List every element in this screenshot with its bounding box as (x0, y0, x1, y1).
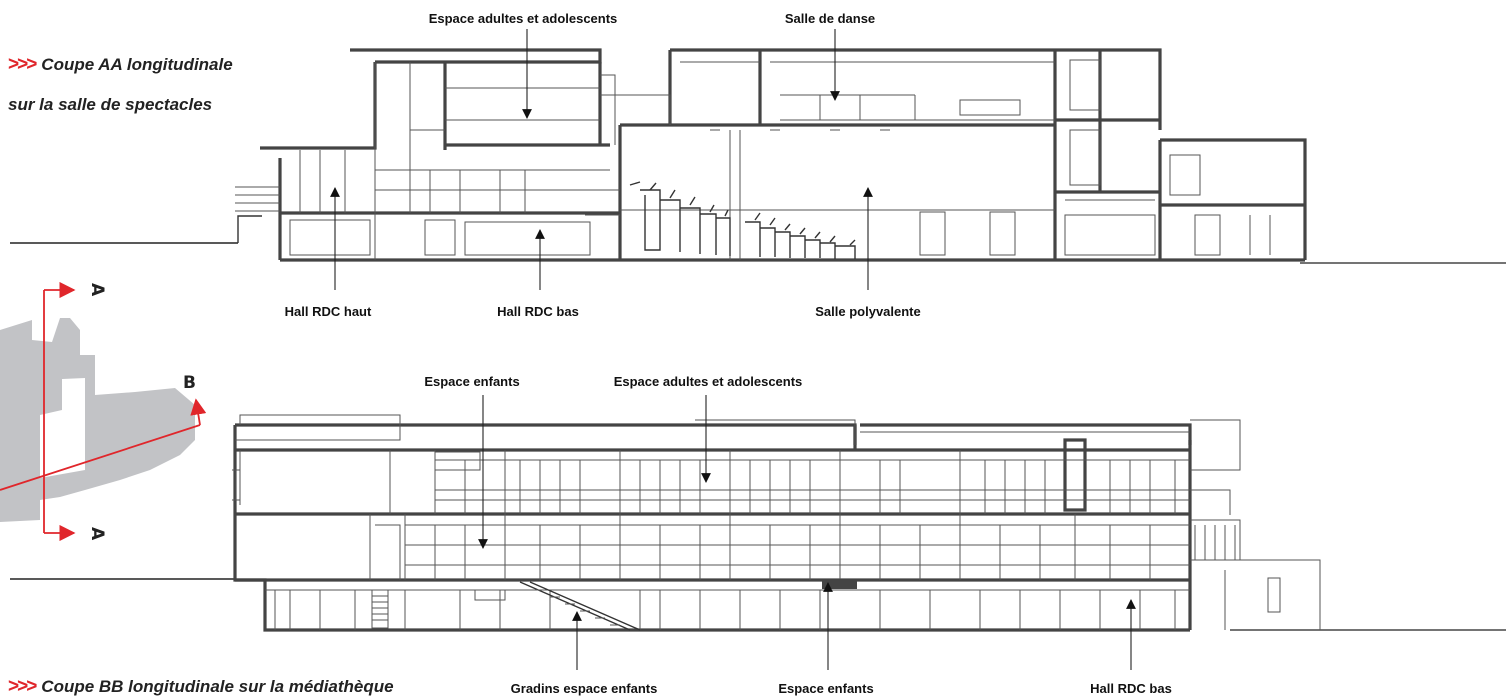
section-b-letter: B (183, 373, 196, 393)
label-espace-enfants-bottom: Espace enfants (778, 681, 873, 696)
section-aa-title-line1: >>>Coupe AA longitudinale (8, 54, 233, 75)
label-hall-bas-bb: Hall RDC bas (1090, 681, 1172, 696)
section-aa-drawing (235, 48, 1307, 262)
label-salle-polyvalente: Salle polyvalente (815, 304, 921, 319)
section-line-bb (0, 424, 201, 491)
section-b-arrow (190, 398, 207, 426)
section-bb-title: >>>Coupe BB longitudinale sur la médiath… (8, 676, 394, 697)
label-hall-haut: Hall RDC haut (285, 304, 372, 319)
section-aa-title-line2: sur la salle de spectacles (8, 95, 212, 114)
section-a-top-letter: A (87, 283, 107, 297)
section-bb-drawing (232, 414, 1321, 632)
label-espace-adultes-bb: Espace adultes et adolescents (614, 374, 803, 389)
key-plan-building (0, 318, 195, 522)
key-plan: A A B (0, 281, 207, 542)
ground-step (237, 215, 262, 243)
label-espace-adultes-aa: Espace adultes et adolescents (429, 11, 618, 26)
section-aa: >>>Coupe AA longitudinale sur la salle d… (8, 11, 1506, 319)
label-espace-enfants-top: Espace enfants (424, 374, 519, 389)
label-salle-danse: Salle de danse (785, 11, 875, 26)
section-bb: Espace enfants Espace adultes et adolesc… (8, 374, 1506, 697)
section-a-bottom-letter: A (87, 527, 107, 541)
label-gradins: Gradins espace enfants (511, 681, 658, 696)
label-hall-bas-aa: Hall RDC bas (497, 304, 579, 319)
